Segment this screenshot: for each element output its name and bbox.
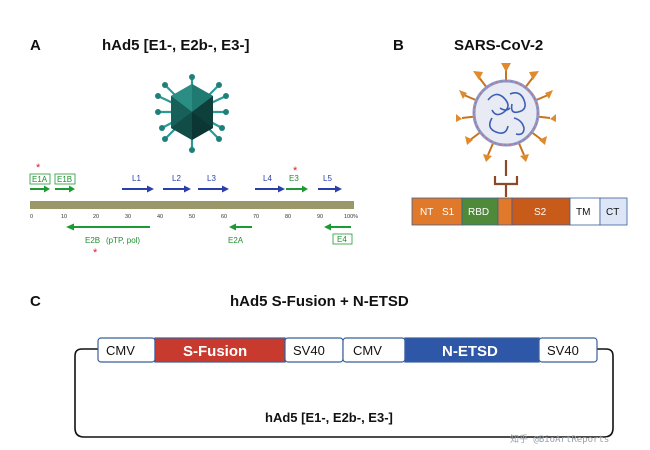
tick-label: 90 xyxy=(317,214,323,220)
tick-label: 80 xyxy=(285,214,291,220)
deleted-marker-e2b: * xyxy=(93,247,98,259)
arrowhead-e2b xyxy=(66,223,74,231)
arrowhead-e4 xyxy=(324,223,331,231)
arrowhead-e1a xyxy=(44,185,50,193)
gene-l2-label: L2 xyxy=(172,174,181,183)
gene-box-e1a xyxy=(29,173,51,185)
gene-box-e4 xyxy=(332,233,353,245)
segment-s1-tail xyxy=(497,197,513,226)
gene-l5-label: L5 xyxy=(323,174,332,183)
gene-l4-label: L4 xyxy=(263,174,272,183)
segment-s1-label: S1 xyxy=(442,207,455,218)
gene-e2a-label: E2A xyxy=(228,236,244,245)
panel-b-title: SARS-CoV-2 xyxy=(454,37,543,54)
tick-label: 40 xyxy=(157,214,163,220)
tick-label: 60 xyxy=(221,214,227,220)
watermark: 知乎 @BioArtReports xyxy=(510,433,609,445)
cassette-s-fusion-label: S-Fusion xyxy=(183,343,247,360)
adenovirus-icon xyxy=(155,74,229,153)
panel-c-letter: C xyxy=(30,293,41,310)
genome-bar xyxy=(30,201,354,209)
tick-label: 20 xyxy=(93,214,99,220)
gene-l1-label: L1 xyxy=(132,174,141,183)
tick-label: 10 xyxy=(61,214,67,220)
plasmid-label: hAd5 [E1-, E2b-, E3-] xyxy=(265,410,393,425)
panel-c-title: hAd5 S-Fusion + N-ETSD xyxy=(230,293,409,310)
segment-s2-label: S2 xyxy=(534,207,547,218)
cassette-cmv-2-label: CMV xyxy=(353,343,382,358)
deleted-marker-e3: * xyxy=(293,165,298,177)
gene-e1b-label: E1B xyxy=(57,175,72,184)
segment-ct-label: CT xyxy=(606,207,619,218)
segment-nt-s1 xyxy=(411,197,463,226)
tick-label: 70 xyxy=(253,214,259,220)
tick-label: 50 xyxy=(189,214,195,220)
cassette-s-fusion xyxy=(154,337,286,363)
gene-e3-label: E3 xyxy=(289,174,299,183)
arrowhead-e2a xyxy=(229,223,236,231)
segment-tm xyxy=(569,197,601,226)
segment-nt-label: NT xyxy=(420,207,433,218)
cassette-sv40-1-label: SV40 xyxy=(293,343,325,358)
tick-label: 100% xyxy=(344,214,358,220)
panel-a-letter: A xyxy=(30,37,41,54)
segment-ct xyxy=(599,197,628,226)
cassette-sv40-2-label: SV40 xyxy=(547,343,579,358)
arrowhead-l2 xyxy=(184,185,191,193)
panel-b-letter: B xyxy=(393,37,404,54)
segment-rbd-label: RBD xyxy=(468,207,489,218)
panel-a-title: hAd5 [E1-, E2b-, E3-] xyxy=(102,37,250,54)
cassette-n-etsd-label: N-ETSD xyxy=(442,343,498,360)
cassette-n-etsd xyxy=(404,337,540,363)
genome-ticks: 0 10 20 30 40 50 60 70 80 90 100% xyxy=(30,214,358,220)
expression-cassette: CMV S-Fusion SV40 CMV N-ETSD SV40 xyxy=(97,337,598,363)
tick-label: 0 xyxy=(30,214,33,220)
gene-e4-label: E4 xyxy=(337,235,347,244)
sars-cov-2-virion-icon xyxy=(456,63,556,197)
gene-box-e1b xyxy=(54,173,76,185)
arrowhead-l5 xyxy=(335,185,342,193)
gene-e1a-label: E1A xyxy=(32,175,48,184)
gene-l3-label: L3 xyxy=(207,174,216,183)
arrowhead-e1b xyxy=(69,185,75,193)
deleted-marker-e1a: * xyxy=(36,162,41,174)
arrowhead-l1 xyxy=(147,185,154,193)
segment-s2 xyxy=(511,197,571,226)
spike-schematic: NT S1 RBD S2 TM CT xyxy=(411,197,628,226)
tick-label: 30 xyxy=(125,214,131,220)
cassette-cmv-1-label: CMV xyxy=(106,343,135,358)
gene-e2b-label: E2B xyxy=(85,236,100,245)
arrowhead-l3 xyxy=(222,185,229,193)
arrowhead-e3 xyxy=(302,185,308,193)
gene-e2b-sub: (pTP, pol) xyxy=(106,236,140,245)
arrowhead-l4 xyxy=(278,185,285,193)
segment-tm-label: TM xyxy=(576,207,590,218)
plasmid-backbone xyxy=(74,348,614,438)
cassette-sv40-2 xyxy=(538,337,598,363)
